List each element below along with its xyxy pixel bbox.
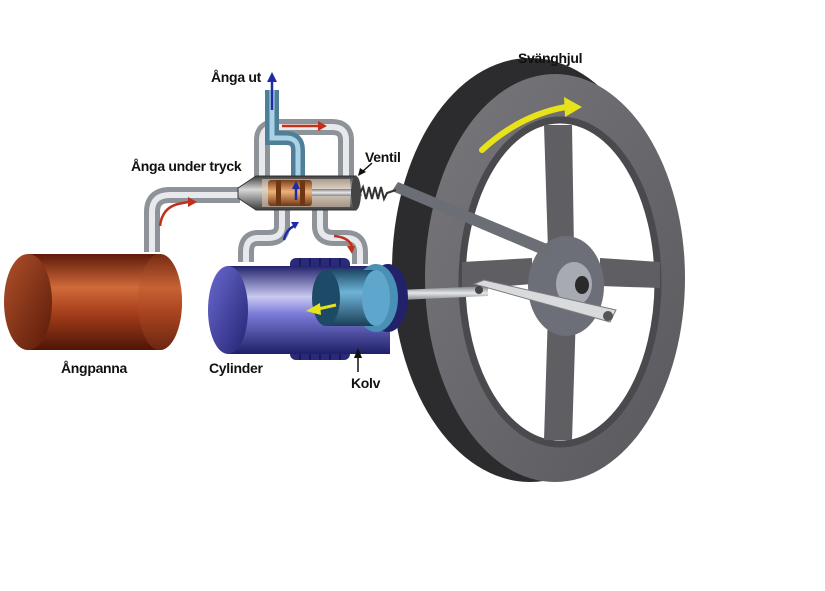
valve-pointer-head: [358, 168, 366, 176]
label-exhaust: Ånga ut: [211, 69, 262, 85]
label-steam-pressure: Ånga under tryck: [131, 158, 242, 174]
label-cylinder: Cylinder: [209, 360, 263, 376]
piston-motion-arrow: [317, 303, 337, 311]
piston-rod: [400, 286, 488, 300]
steam-pipes: [144, 90, 368, 264]
valve-rod: [392, 182, 552, 256]
piston-pointer-head: [354, 348, 362, 358]
label-boiler: Ångpanna: [61, 360, 128, 376]
piston-motion-arrow-head: [306, 303, 321, 315]
label-valve: Ventil: [365, 149, 401, 165]
crank-arm: [472, 279, 617, 323]
label-piston: Kolv: [351, 375, 381, 391]
piston: [312, 270, 390, 326]
valve-spring: [359, 184, 397, 202]
boiler: [4, 254, 182, 350]
rotation-arrow: [479, 104, 569, 153]
rotation-arrow-head: [564, 97, 582, 117]
flywheel-spokes: [462, 125, 660, 440]
label-flywheel: Svänghjul: [518, 50, 582, 66]
flywheel: [392, 58, 685, 482]
valve: [237, 175, 362, 211]
flow-arrows: [158, 72, 355, 254]
